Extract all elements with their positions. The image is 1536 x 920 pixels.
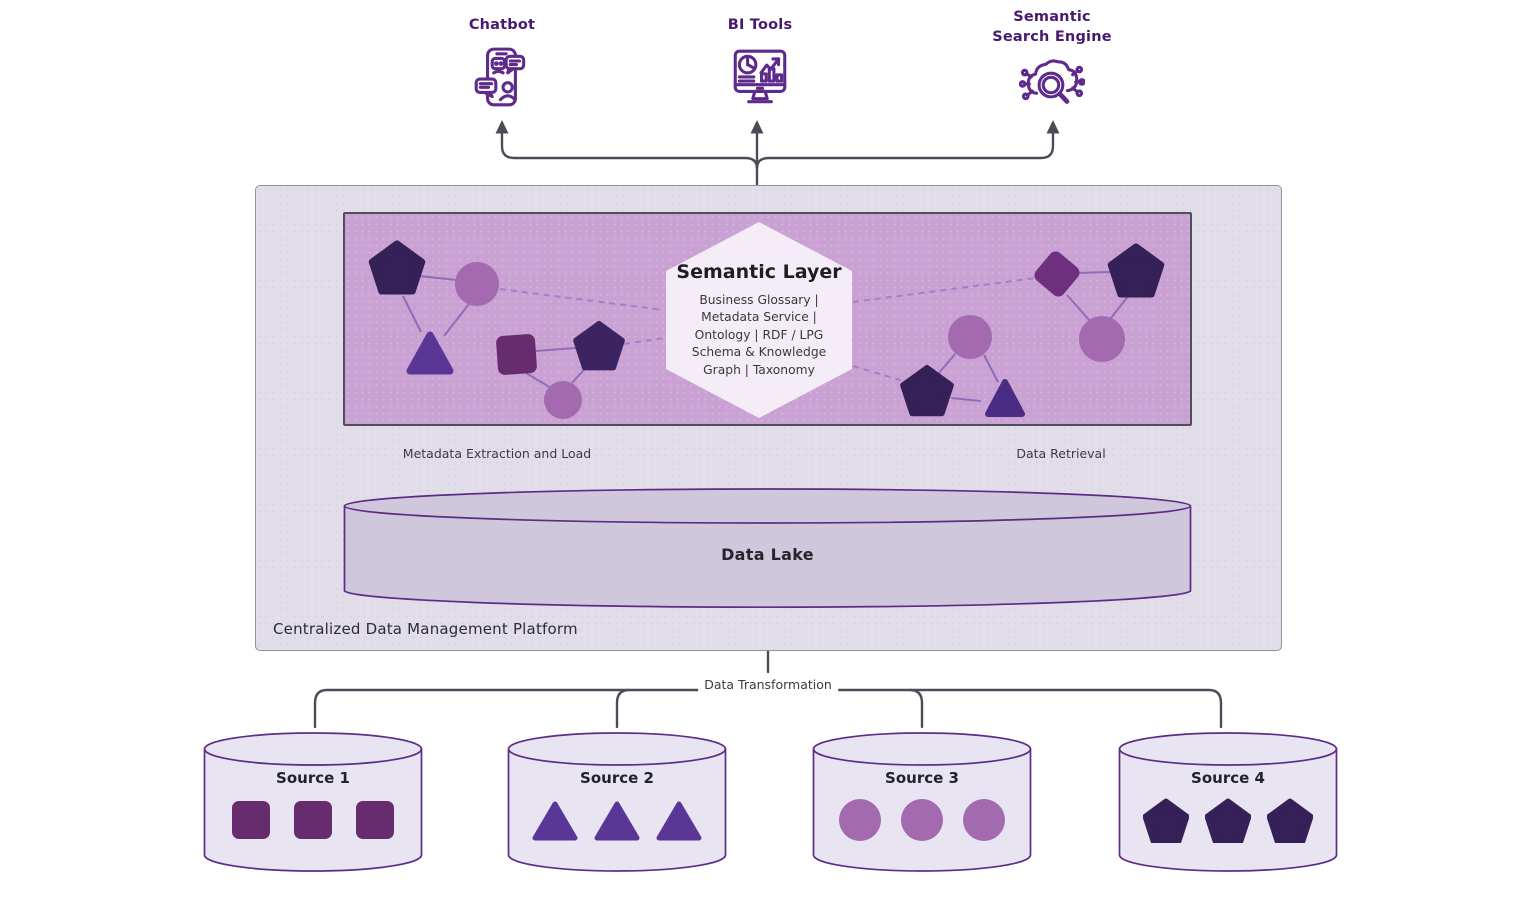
pentagon-shape xyxy=(368,240,426,295)
source-label: Source 3 xyxy=(885,769,959,787)
arrow-line-to-chatbot xyxy=(500,131,759,170)
pentagon-shape xyxy=(573,321,625,371)
knowledge-graph-decoration xyxy=(368,222,1165,419)
semantic-layer-text: Semantic Layer Business Glossary | Metad… xyxy=(666,222,852,418)
diamond-shape xyxy=(1034,251,1080,297)
data-lake-cylinder: Data Lake xyxy=(343,487,1192,611)
square-icon xyxy=(294,801,332,839)
square-icon xyxy=(356,801,394,839)
square-shape xyxy=(496,334,537,375)
consumer-semantic-search: Semantic Search Engine xyxy=(960,8,1144,118)
circle-shape xyxy=(1079,316,1125,362)
source-3-cylinder: Source 3 xyxy=(812,731,1032,889)
chatbot-icon xyxy=(474,47,526,106)
square-icon xyxy=(232,801,270,839)
triangle-icon xyxy=(532,801,578,841)
pentagon-icon xyxy=(1205,798,1251,843)
source3-branch xyxy=(908,688,924,729)
pentagon-icon xyxy=(1143,798,1189,843)
circle-shape xyxy=(455,262,499,306)
triangle-icon xyxy=(594,801,640,841)
data-lake-shape xyxy=(343,488,1192,609)
arrowhead-up-search xyxy=(1046,120,1060,134)
pentagon-icon xyxy=(1267,798,1313,843)
chatbot-label: Chatbot xyxy=(468,17,536,33)
arrowhead-up-bi xyxy=(750,120,764,134)
circle-shape xyxy=(948,315,992,359)
circle-icon xyxy=(963,799,1005,841)
source-4-cylinder: Source 4 xyxy=(1118,731,1338,889)
arrowhead-up-chatbot xyxy=(495,120,509,134)
bi-tools-icon xyxy=(733,49,787,103)
source-bus-right xyxy=(836,688,1223,729)
circle-icon xyxy=(839,799,881,841)
semantic-layer-panel: Semantic Layer Business Glossary | Metad… xyxy=(343,212,1192,426)
data-transformation-label: Data Transformation xyxy=(698,677,838,692)
source-1-cylinder: Source 1 xyxy=(203,731,423,889)
source-2-cylinder: Source 2 xyxy=(507,731,727,889)
source-bus-left xyxy=(313,688,700,729)
source-label: Source 2 xyxy=(580,769,654,787)
data-lake-label: Data Lake xyxy=(721,545,814,564)
consumer-bi-tools: BI Tools xyxy=(688,16,832,111)
arrow-line-to-search xyxy=(755,131,1055,170)
source-3-shapes xyxy=(812,797,1032,843)
triangle-shape xyxy=(406,331,454,375)
metadata-extraction-label: Metadata Extraction and Load xyxy=(402,446,592,461)
semantic-layer-subtitle: Business Glossary | Metadata Service | O… xyxy=(691,292,827,377)
consumer-chatbot: Chatbot xyxy=(430,16,574,111)
circle-icon xyxy=(901,799,943,841)
source-4-shapes xyxy=(1118,797,1338,843)
pentagon-shape xyxy=(900,365,954,417)
semantic-layer-hexagon xyxy=(666,222,852,418)
semantic-search-label: Semantic Search Engine xyxy=(992,9,1112,45)
semantic-layer-title: Semantic Layer xyxy=(676,260,842,283)
pentagon-shape xyxy=(1107,243,1165,298)
circle-shape xyxy=(544,381,582,419)
semantic-search-icon xyxy=(1019,59,1085,104)
source-1-shapes xyxy=(203,797,423,843)
source-2-shapes xyxy=(507,797,727,843)
bi-tools-label: BI Tools xyxy=(727,17,793,33)
source2-branch xyxy=(615,688,631,729)
data-retrieval-label: Data Retrieval xyxy=(1016,446,1106,461)
platform-label: Centralized Data Management Platform xyxy=(273,620,578,638)
triangle-icon xyxy=(656,801,702,841)
source-label: Source 4 xyxy=(1191,769,1265,787)
source-label: Source 1 xyxy=(276,769,350,787)
triangle-shape xyxy=(985,379,1025,417)
